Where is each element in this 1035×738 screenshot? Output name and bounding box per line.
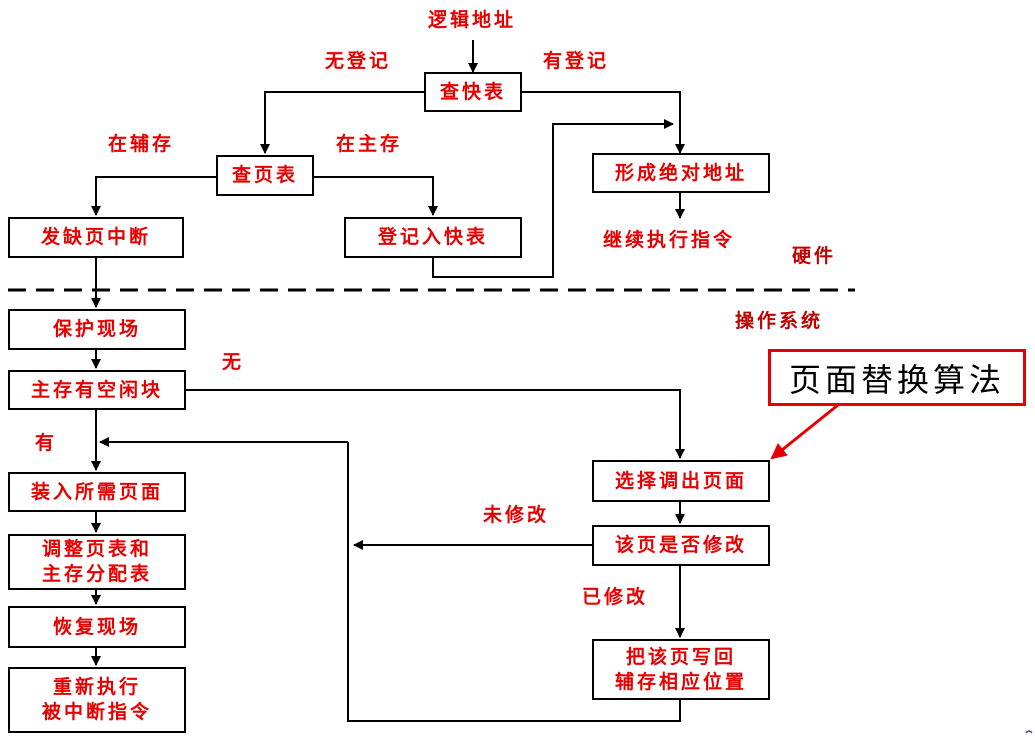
form-absolute-address-box: 形成绝对地址	[592, 153, 770, 193]
not-modified-label: 未修改	[483, 504, 550, 526]
select-page-box: 选择调出页面	[592, 460, 770, 502]
page-fault-box: 发缺页中断	[8, 217, 184, 258]
save-context-box: 保护现场	[8, 309, 186, 350]
in-main-label: 在主存	[336, 133, 403, 155]
page-modified-box: 该页是否修改	[592, 525, 770, 566]
check-page-table-box: 查页表	[216, 155, 314, 196]
none-label: 无	[222, 351, 245, 373]
main-memory-free-box: 主存有空闲块	[8, 370, 186, 410]
adjust-tables-box: 调整页表和 主存分配表	[8, 534, 186, 590]
logical-address-label: 逻辑地址	[428, 9, 517, 31]
register-tlb-box: 登记入快表	[344, 217, 522, 258]
not-registered-label: 无登记	[325, 50, 392, 72]
modified-label: 已修改	[582, 586, 649, 608]
restore-context-box: 恢复现场	[8, 606, 186, 648]
os-label: 操作系统	[735, 310, 824, 332]
registered-label: 有登记	[543, 50, 610, 72]
page-replacement-callout: 页面替换算法	[768, 349, 1026, 406]
load-page-box: 装入所需页面	[8, 472, 186, 512]
has-label: 有	[35, 432, 58, 454]
callout-arrow	[770, 403, 839, 460]
reexecute-box: 重新执行 被中断指令	[8, 667, 186, 733]
in-secondary-label: 在辅存	[108, 133, 175, 155]
page-number-fragment	[1025, 730, 1033, 734]
hardware-label: 硬件	[792, 245, 837, 267]
write-back-box: 把该页写回 辅存相应位置	[592, 639, 770, 700]
continue-exec-label: 继续执行指令	[603, 229, 736, 251]
check-tlb-box: 查快表	[424, 72, 522, 112]
